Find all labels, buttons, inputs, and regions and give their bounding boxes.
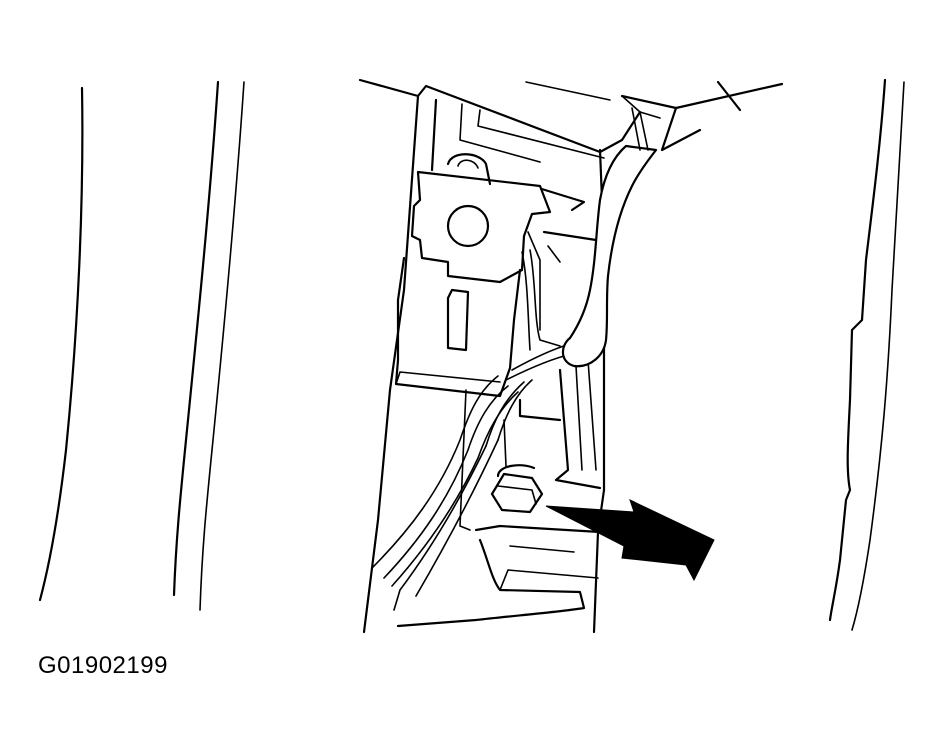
grab-handle (561, 107, 658, 368)
right-pillar (828, 78, 905, 631)
left-trim-panel (38, 80, 245, 611)
connector-module (394, 153, 552, 398)
figure-code: G01902199 (38, 652, 168, 679)
mounting-bolt (490, 464, 544, 514)
center-bracket (358, 78, 784, 634)
arrow-icon (545, 499, 715, 582)
